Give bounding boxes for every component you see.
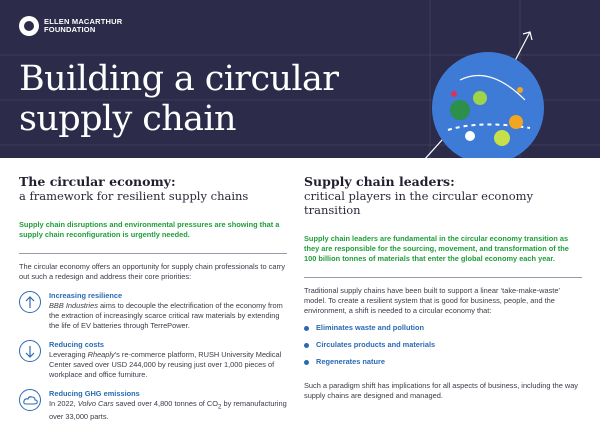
right-section-subtitle: critical players in the circular economy… xyxy=(304,189,534,217)
description-prefix: Leveraging xyxy=(49,350,88,359)
right-body-text: Traditional supply chains have been buil… xyxy=(304,286,560,315)
principles-list: Eliminates waste and pollution Circulate… xyxy=(304,323,582,367)
logo-line-1: ELLEN MACARTHUR xyxy=(44,16,123,26)
left-column: The circular economy: a framework for re… xyxy=(19,175,287,422)
bullet-icon xyxy=(304,342,309,348)
company-name: BBB Industries xyxy=(49,301,98,310)
company-name: Volvo Cars xyxy=(77,399,114,408)
bullet-icon xyxy=(304,325,309,331)
left-lead-text: Supply chain disruptions and environment… xyxy=(19,220,280,239)
priority-description: BBB Industries aims to decouple the elec… xyxy=(49,301,287,331)
right-section-title: Supply chain leaders: xyxy=(304,174,455,189)
company-name: Rheaply xyxy=(87,350,115,359)
principle-label: Circulates products and materials xyxy=(316,340,436,349)
bullet-icon xyxy=(304,359,309,365)
priority-item-costs: Reducing costs Leveraging Rheaply's re-c… xyxy=(19,340,287,380)
left-section-title: The circular economy: xyxy=(19,174,176,189)
subscript: 2 xyxy=(218,403,222,411)
priority-description: In 2022, Volvo Cars saved over 4,800 ton… xyxy=(49,399,287,422)
cloud-icon xyxy=(19,389,41,411)
foundation-logo: ELLEN MACARTHUR FOUNDATION xyxy=(19,16,122,36)
divider xyxy=(304,277,582,278)
principle-label: Regenerates nature xyxy=(316,357,386,366)
logo-text: ELLEN MACARTHUR FOUNDATION xyxy=(44,16,123,35)
list-item: Eliminates waste and pollution xyxy=(304,323,582,333)
description-text: aims to decouple the electrification of … xyxy=(49,301,283,330)
right-column: Supply chain leaders: critical players i… xyxy=(304,175,582,401)
priority-item-resilience: Increasing resilience BBB Industries aim… xyxy=(19,291,287,331)
list-item: Circulates products and materials xyxy=(304,340,582,350)
description-prefix: In 2022, xyxy=(49,399,78,408)
hero-banner: ELLEN MACARTHUR FOUNDATION Building a ci… xyxy=(0,0,600,158)
right-lead-text: Supply chain leaders are fundamental in … xyxy=(304,234,569,263)
priority-heading: Reducing GHG emissions xyxy=(49,389,140,398)
right-closing-text: Such a paradigm shift has implications f… xyxy=(304,381,579,400)
left-body-text: The circular economy offers an opportuni… xyxy=(19,262,286,281)
arrow-down-icon xyxy=(19,340,41,362)
priority-heading: Increasing resilience xyxy=(49,291,123,300)
circular-globe-illustration xyxy=(424,31,544,158)
left-section-subtitle: a framework for resilient supply chains xyxy=(19,189,249,203)
divider xyxy=(19,253,287,254)
priority-item-emissions: Reducing GHG emissions In 2022, Volvo Ca… xyxy=(19,389,287,422)
priority-heading: Reducing costs xyxy=(49,340,105,349)
logo-icon xyxy=(19,16,39,36)
arrow-up-icon xyxy=(19,291,41,313)
list-item: Regenerates nature xyxy=(304,357,582,367)
description-text-end: by remanufacturing over 33,000 parts. xyxy=(49,399,287,422)
principle-label: Eliminates waste and pollution xyxy=(316,323,425,332)
logo-line-2: FOUNDATION xyxy=(44,25,96,34)
page-title: Building a circular supply chain xyxy=(19,59,339,139)
description-text: 's re-commerce platform, RUSH University… xyxy=(49,350,282,379)
priority-description: Leveraging Rheaply's re-commerce platfor… xyxy=(49,350,287,380)
description-text: saved over 4,800 tonnes of CO xyxy=(113,399,218,408)
